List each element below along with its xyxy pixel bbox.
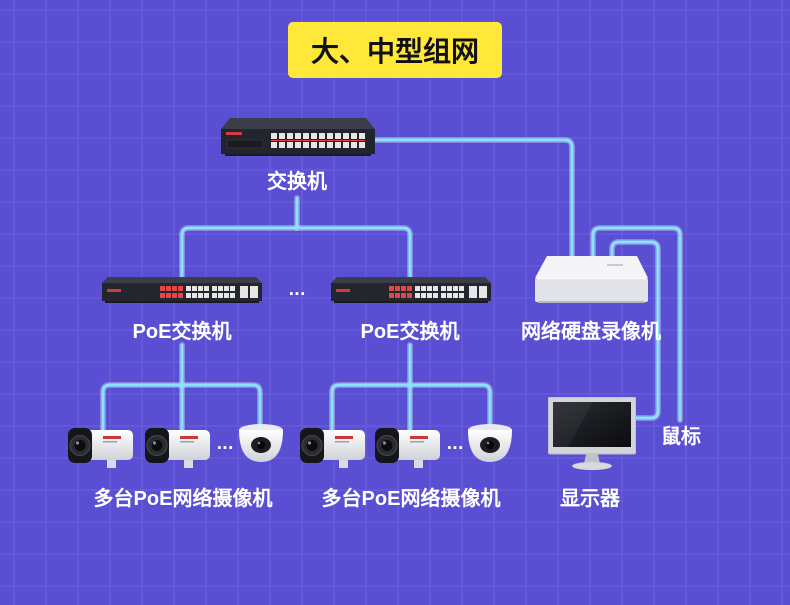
bullet-camera-icon	[299, 427, 365, 469]
title-box	[288, 22, 502, 78]
switch-ellipsis: ...	[288, 281, 305, 299]
link-nvr-to-mouse	[591, 226, 682, 422]
monitor-icon	[548, 397, 636, 471]
monitor-label: 显示器	[560, 487, 621, 510]
nvr-label: 网络硬盘录像机	[521, 319, 661, 343]
poe-switch-icon	[331, 277, 491, 303]
link-core-switch-to-nvr	[370, 138, 574, 264]
core-switch-label: 交换机	[267, 169, 327, 193]
mouse-label: 鼠标	[661, 425, 701, 448]
nvr-icon	[535, 256, 648, 303]
poe-switch-left-label: PoE交换机	[133, 319, 232, 343]
dome-camera-icon	[468, 424, 512, 462]
bullet-camera-icon	[67, 427, 133, 469]
page-title: 大、中型组网	[311, 36, 479, 67]
link-core-switch-to-poe-switches	[180, 226, 412, 282]
cameras-left-label: 多台PoE网络摄像机	[94, 486, 273, 510]
camera-ellipsis-right: ...	[446, 435, 463, 453]
dome-camera-icon	[239, 424, 283, 462]
bullet-camera-icon	[144, 427, 210, 469]
link-poe-right-to-cameras	[330, 383, 492, 432]
connection-lines	[101, 138, 682, 432]
camera-ellipsis-left: ...	[216, 435, 233, 453]
link-poe-left-to-cameras	[101, 383, 262, 432]
poe-switch-right-label: PoE交换机	[361, 319, 460, 343]
network-switch-icon	[221, 118, 375, 157]
link-nvr-to-monitor	[610, 240, 660, 420]
cameras-right-label: 多台PoE网络摄像机	[322, 486, 501, 510]
poe-switch-icon	[102, 277, 262, 303]
